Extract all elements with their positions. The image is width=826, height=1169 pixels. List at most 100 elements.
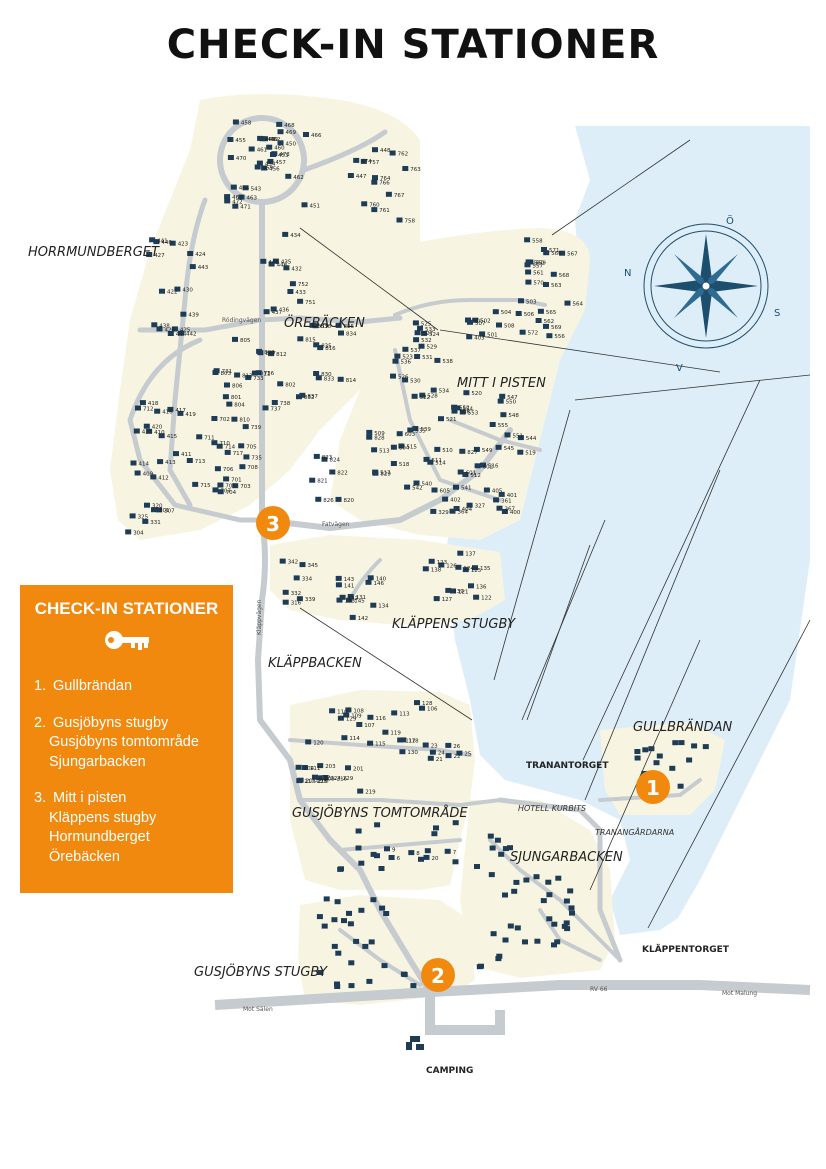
house-number: 345 bbox=[308, 563, 319, 569]
building bbox=[381, 963, 388, 969]
house-number: 825 bbox=[344, 324, 355, 330]
building bbox=[158, 433, 165, 439]
building bbox=[428, 558, 435, 564]
house-number: 472 bbox=[232, 199, 243, 205]
building bbox=[457, 550, 464, 556]
station-1-marker[interactable]: 1 bbox=[636, 770, 670, 804]
house-number: 455 bbox=[235, 138, 246, 144]
building bbox=[271, 151, 278, 157]
station-2-marker[interactable]: 2 bbox=[421, 958, 455, 992]
building bbox=[256, 160, 263, 166]
house-number: 414 bbox=[139, 462, 150, 468]
building bbox=[402, 346, 409, 352]
label-camping: CAMPING bbox=[426, 1066, 473, 1076]
building bbox=[400, 737, 407, 743]
label-klappentorget: KLÄPPENTORGET bbox=[642, 944, 730, 955]
house-number: 566 bbox=[551, 251, 562, 257]
house-number: 430 bbox=[182, 288, 193, 294]
building bbox=[502, 846, 509, 852]
building bbox=[345, 765, 351, 771]
house-number: 835 bbox=[321, 343, 332, 349]
house-number: 119 bbox=[390, 731, 401, 737]
building bbox=[251, 370, 258, 376]
house-number: 125 bbox=[471, 568, 482, 574]
house-number: 801 bbox=[231, 395, 242, 401]
legend-station-2-line-2: Gusjöbyns tomtområde bbox=[49, 734, 199, 750]
house-number: 830 bbox=[321, 372, 332, 378]
house-number: 404 bbox=[462, 507, 473, 513]
house-number: 717 bbox=[233, 451, 244, 457]
building bbox=[358, 860, 365, 866]
house-number: 400 bbox=[510, 510, 521, 516]
house-number: 425 bbox=[180, 327, 191, 333]
house-number: 8 bbox=[416, 851, 420, 857]
house-number: 547 bbox=[507, 395, 518, 401]
house-number: 422 bbox=[167, 290, 178, 296]
house-number: 301 bbox=[159, 508, 170, 514]
building bbox=[444, 848, 451, 854]
building bbox=[385, 191, 392, 197]
terrain-gusjobyn-upper bbox=[290, 690, 475, 890]
house-number: 560 bbox=[534, 260, 545, 266]
building bbox=[502, 892, 508, 898]
building bbox=[480, 462, 486, 468]
building bbox=[321, 456, 328, 462]
building bbox=[337, 376, 344, 382]
house-number: 442 bbox=[186, 332, 197, 338]
house-number: 536 bbox=[401, 360, 412, 366]
building bbox=[634, 749, 641, 754]
building bbox=[169, 240, 176, 246]
house-number: 451 bbox=[310, 203, 321, 209]
ski-lifts bbox=[299, 139, 811, 929]
house-number: 523 bbox=[402, 355, 413, 361]
house-number: 705 bbox=[246, 444, 257, 450]
house-number: 549 bbox=[482, 448, 493, 454]
house-number: 811 bbox=[260, 372, 271, 378]
house-number: 554 bbox=[463, 406, 474, 412]
building bbox=[299, 562, 306, 568]
house-number: 837 bbox=[307, 394, 318, 400]
check-in-legend: CHECK-IN STATIONER 1. Gullbrändan 2. Gus… bbox=[20, 585, 233, 893]
legend-station-3-line-4: Örebäcken bbox=[49, 848, 120, 865]
house-number: 507 bbox=[475, 321, 486, 327]
building bbox=[642, 747, 649, 753]
house-number: 416 bbox=[162, 410, 173, 416]
house-number: 113 bbox=[399, 711, 410, 717]
building bbox=[389, 150, 396, 156]
building bbox=[296, 394, 302, 400]
building bbox=[383, 911, 390, 916]
house-number: 138 bbox=[431, 567, 442, 573]
house-number: 441 bbox=[157, 238, 168, 244]
building bbox=[517, 435, 524, 441]
building bbox=[174, 286, 181, 292]
building bbox=[459, 409, 466, 415]
legend-station-1-number: 1. bbox=[34, 678, 47, 694]
building bbox=[151, 322, 158, 328]
building bbox=[268, 261, 275, 267]
building bbox=[329, 708, 336, 714]
house-number: 20 bbox=[432, 856, 439, 862]
building bbox=[419, 705, 425, 711]
building bbox=[196, 434, 203, 440]
building bbox=[396, 431, 403, 437]
house-number: 752 bbox=[298, 282, 309, 288]
house-numbers: 4564554544674535434684624694574584514704… bbox=[133, 121, 583, 863]
house-number: 758 bbox=[405, 219, 416, 225]
building bbox=[317, 345, 324, 351]
house-number: 437 bbox=[272, 310, 283, 316]
building bbox=[522, 939, 528, 945]
building bbox=[474, 463, 481, 469]
house-number: 443 bbox=[198, 265, 209, 271]
house-number: 327 bbox=[475, 504, 486, 510]
building bbox=[564, 300, 571, 306]
station-3-marker[interactable]: 3 bbox=[256, 506, 290, 540]
building bbox=[456, 750, 463, 756]
building bbox=[315, 496, 322, 502]
house-number: 714 bbox=[225, 445, 236, 451]
house-number: 531 bbox=[422, 355, 433, 361]
building bbox=[297, 298, 304, 304]
house-number: 535 bbox=[415, 429, 426, 435]
building bbox=[368, 939, 375, 945]
building bbox=[489, 845, 496, 851]
building bbox=[338, 866, 344, 872]
